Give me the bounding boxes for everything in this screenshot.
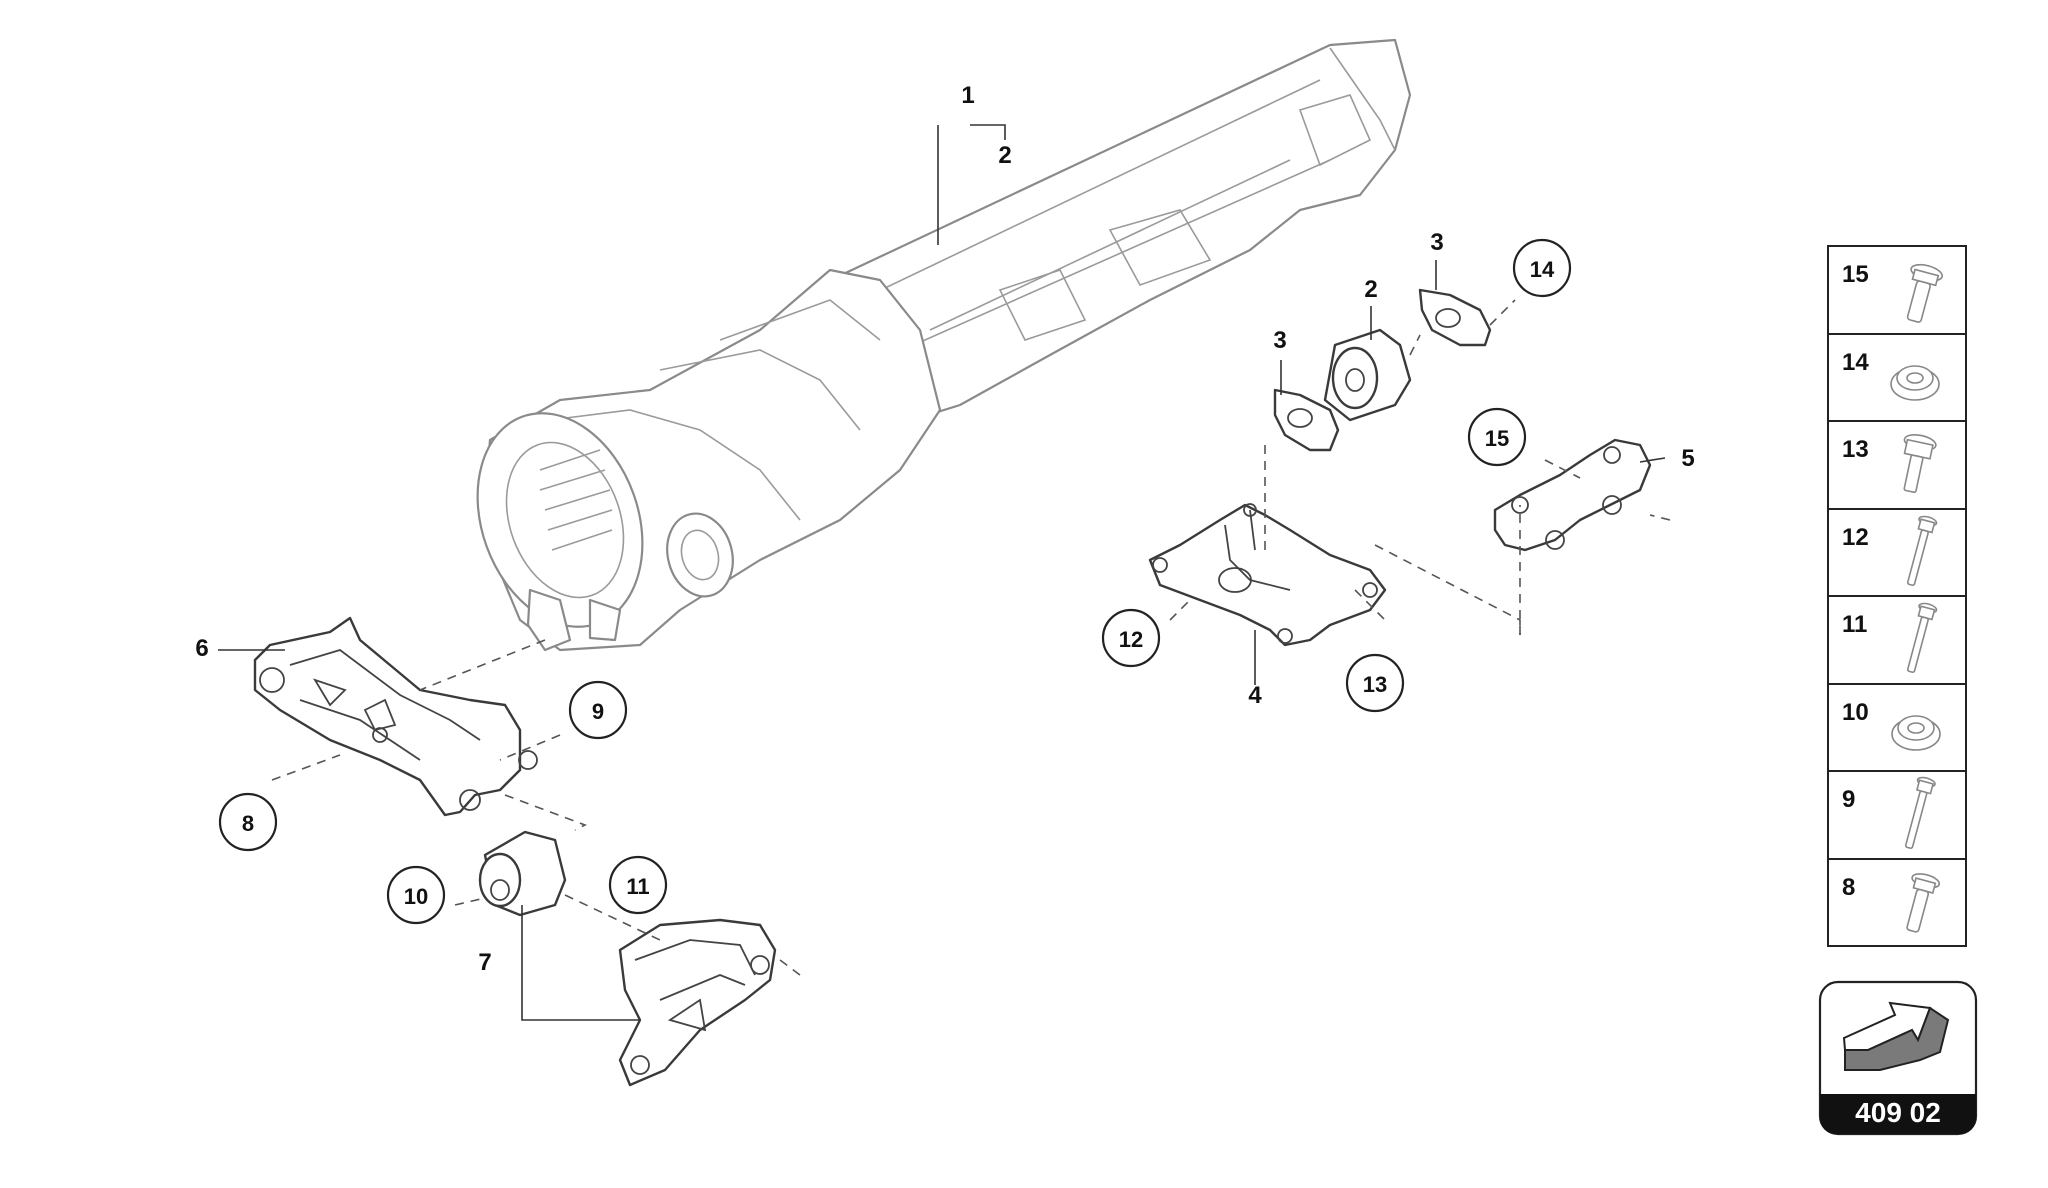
svg-text:10: 10 <box>404 884 428 909</box>
hex-bolt-icon <box>1903 434 1937 494</box>
svg-text:15: 15 <box>1485 426 1509 451</box>
svg-text:9: 9 <box>592 699 604 724</box>
long-bolt-icon <box>1904 776 1936 850</box>
bushing-left <box>478 830 567 917</box>
label-6: 6 <box>195 635 208 662</box>
legend-number-14: 14 <box>1842 349 1869 376</box>
direction-badge: 409 02 <box>1818 980 1978 1136</box>
label-2-gearbox: 2 <box>998 142 1011 169</box>
callout-15: 15 <box>1467 407 1527 467</box>
mount-bracket-lower <box>618 918 777 1087</box>
callout-8: 8 <box>218 792 278 852</box>
svg-text:13: 13 <box>1363 672 1387 697</box>
svg-text:14: 14 <box>1530 257 1555 282</box>
svg-text:12: 12 <box>1119 627 1143 652</box>
fastener-legend: 15 14 13 12 11 10 9 8 <box>1827 245 1967 947</box>
bushing-upper <box>1323 328 1412 422</box>
flange-nut-icon <box>1891 715 1941 751</box>
callout-13: 13 <box>1345 653 1405 713</box>
side-bracket <box>1493 438 1652 552</box>
mount-bracket-left <box>253 616 538 817</box>
svg-text:11: 11 <box>626 874 649 899</box>
svg-text:8: 8 <box>242 811 254 836</box>
flange-bolt-icon <box>1906 263 1944 323</box>
legend-number-13: 13 <box>1842 436 1869 463</box>
transaxle-housing <box>476 38 1412 652</box>
label-5: 5 <box>1681 445 1694 472</box>
mount-bracket-right <box>1148 503 1387 647</box>
callouts: 8 9 10 11 12 13 14 15 <box>218 238 1572 925</box>
diagram-code: 409 02 <box>1855 1097 1941 1128</box>
legend-number-11: 11 <box>1842 611 1867 638</box>
callout-12: 12 <box>1101 608 1161 668</box>
callout-11: 11 <box>608 855 668 915</box>
legend-number-8: 8 <box>1842 874 1855 901</box>
flange-bolt-icon <box>1906 873 1941 933</box>
part-labels: 1 2 2 3 3 4 5 6 7 <box>195 82 1694 976</box>
legend-number-15: 15 <box>1842 261 1869 288</box>
legend-number-10: 10 <box>1842 699 1869 726</box>
washer-upper-right <box>1418 288 1492 347</box>
washer-upper-left <box>1273 388 1340 452</box>
callout-10: 10 <box>386 865 446 925</box>
label-7: 7 <box>478 949 491 976</box>
long-bolt-icon <box>1906 515 1938 587</box>
label-1: 1 <box>961 82 974 109</box>
legend-number-9: 9 <box>1842 786 1855 813</box>
long-bolt-icon <box>1906 602 1938 674</box>
label-2-bushing: 2 <box>1364 276 1377 303</box>
callout-9: 9 <box>568 680 628 740</box>
flange-nut-icon <box>1890 365 1940 401</box>
assembly-guides <box>271 299 1671 976</box>
label-3-right: 3 <box>1430 229 1443 256</box>
callout-14: 14 <box>1512 238 1572 298</box>
label-3-left: 3 <box>1273 327 1286 354</box>
legend-number-12: 12 <box>1842 524 1869 551</box>
leader-lines <box>218 124 1666 1021</box>
label-4: 4 <box>1248 682 1262 709</box>
